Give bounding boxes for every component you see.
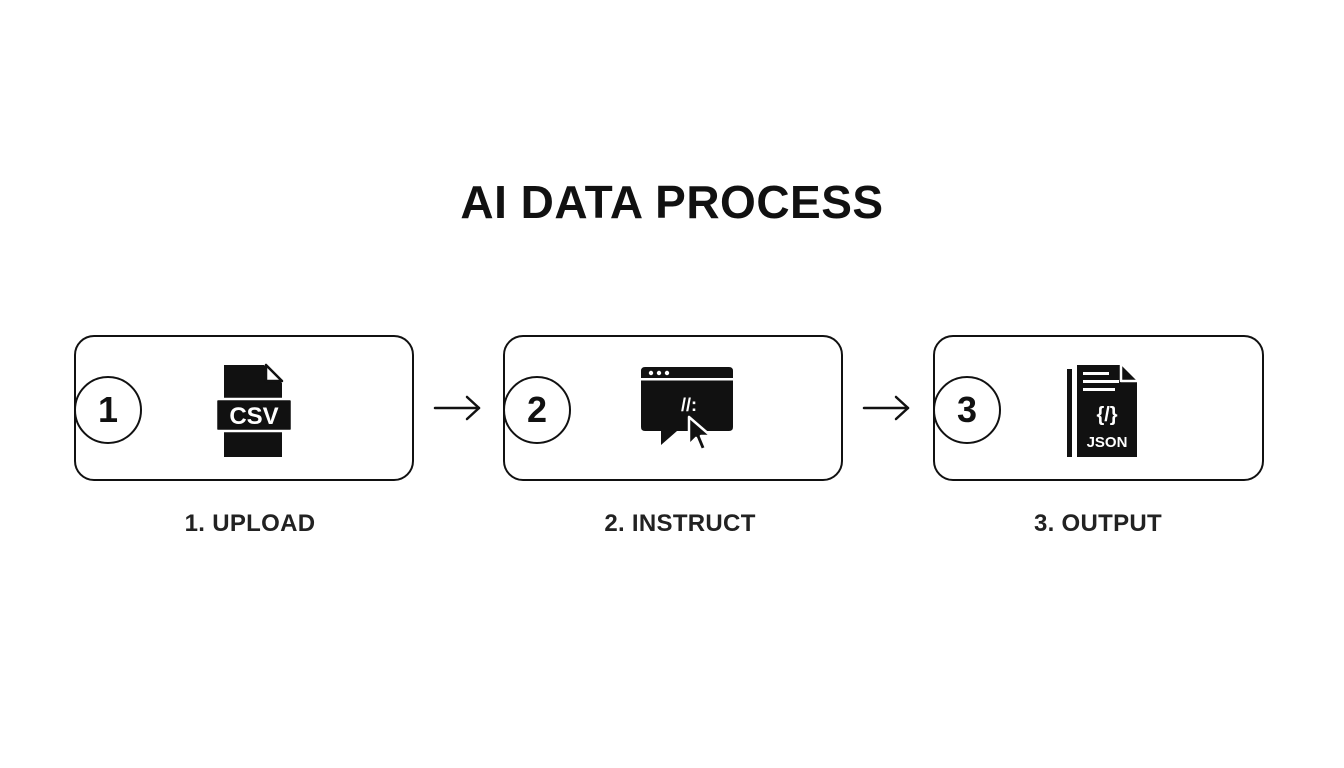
diagram-title: AI DATA PROCESS <box>460 176 884 228</box>
code-braces: {/} <box>1096 404 1117 426</box>
step-box-instruct: 2 //: <box>503 335 843 481</box>
step-box-upload: 1 CSV <box>74 335 414 481</box>
step-number-badge: 3 <box>933 376 1001 444</box>
browser-code-cursor-icon: //: <box>641 367 733 452</box>
json-file-icon: {/} JSON <box>1067 365 1137 457</box>
csv-file-icon: CSV <box>214 363 294 457</box>
json-label: JSON <box>1087 434 1128 451</box>
step-label-instruct: 2. INSTRUCT <box>604 510 756 537</box>
arrow-right-icon <box>862 395 910 421</box>
csv-label: CSV <box>229 403 278 430</box>
step-label-output: 3. OUTPUT <box>1033 510 1163 537</box>
step-number-badge: 1 <box>74 376 142 444</box>
step-label-upload: 1. UPLOAD <box>184 510 316 537</box>
step-number-badge: 2 <box>503 376 571 444</box>
code-symbol: //: <box>681 395 697 415</box>
arrow-right-icon <box>433 395 481 421</box>
step-box-output: 3 {/} JSON <box>933 335 1264 481</box>
